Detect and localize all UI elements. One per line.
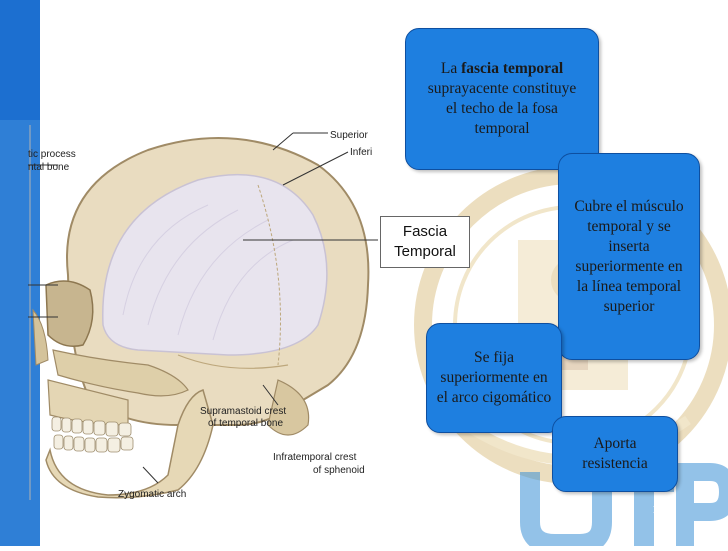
callout-se-fija-text: Se fija superiormente en el arco cigomát… [436, 349, 552, 406]
label-supramastoid-line1: Supramastoid crest [200, 406, 287, 417]
callout-fascia-prefix: La [440, 60, 462, 77]
callout-fascia-rest: suprayacente constituye el techo de la f… [427, 80, 577, 137]
callout-se-fija: Se fija superiormente en el arco cigomát… [426, 323, 562, 433]
callout-cubre-musculo: Cubre el músculo temporal y se inserta s… [558, 153, 700, 360]
callout-aporta-text: Aporta resistencia [582, 435, 648, 472]
callout-cubre-text: Cubre el músculo temporal y se inserta s… [574, 197, 684, 315]
label-infratemporal-line1: Infratemporal crest [273, 452, 357, 463]
label-process-line1: tic process [28, 149, 76, 160]
label-infratemporal-line2: of sphenoid [313, 465, 365, 476]
label-superior: Superior [330, 130, 368, 141]
fascia-temporal-label: Fascia Temporal [380, 216, 470, 268]
callout-fascia-bold: fascia temporal [461, 60, 564, 77]
left-accent-bar-top [0, 0, 40, 120]
label-supramastoid-line2: of temporal bone [208, 418, 284, 429]
page-number: 16 [652, 502, 664, 516]
callout-fascia-temporal: La fascia temporal suprayacente constitu… [405, 28, 599, 170]
label-process-line2: ntal bone [28, 162, 70, 173]
label-inferior: Inferi [350, 147, 373, 158]
skull-illustration: Superior Inferi tic process ntal bone Su… [28, 125, 383, 500]
label-zygomatic-arch: Zygomatic arch [118, 489, 187, 500]
callout-aporta-resistencia: Aporta resistencia [552, 416, 678, 492]
